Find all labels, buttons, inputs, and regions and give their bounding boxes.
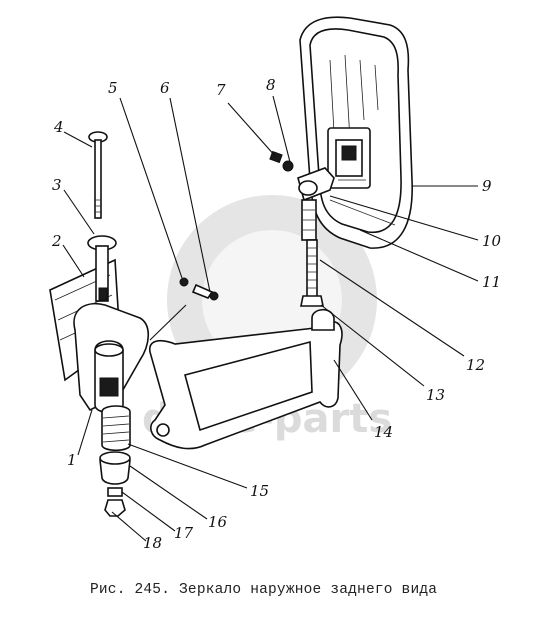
callout-14: 14 [374, 423, 393, 441]
callout-2: 2 [51, 232, 62, 250]
callout-16: 16 [208, 513, 228, 531]
callout-7: 7 [216, 81, 226, 99]
figure-caption: Рис. 245. Зеркало наружное заднего вида [90, 582, 437, 598]
callout-9: 9 [482, 177, 492, 195]
callout-17: 17 [174, 524, 194, 542]
callout-12: 12 [466, 356, 485, 374]
spring-nut-stack [99, 405, 131, 517]
callout-3: 3 [52, 176, 62, 194]
callout-8: 8 [266, 76, 276, 94]
callout-5: 5 [108, 79, 118, 97]
rod [300, 239, 324, 307]
callout-18: 18 [143, 534, 162, 552]
callout-15: 15 [250, 482, 269, 500]
callout-1: 1 [67, 451, 77, 469]
mirror-housing [299, 16, 413, 249]
callout-13: 13 [426, 386, 445, 404]
callout-6: 6 [160, 79, 170, 97]
bolt [87, 131, 117, 302]
leader-lines [62, 95, 479, 542]
callout-4: 4 [53, 118, 64, 136]
callout-11: 11 [482, 273, 501, 291]
callout-10: 10 [482, 232, 502, 250]
small-parts [179, 277, 219, 301]
bracket [149, 308, 343, 450]
callout-labels: 1 2 3 4 5 6 7 8 9 10 11 12 13 14 15 16 1… [51, 76, 502, 552]
